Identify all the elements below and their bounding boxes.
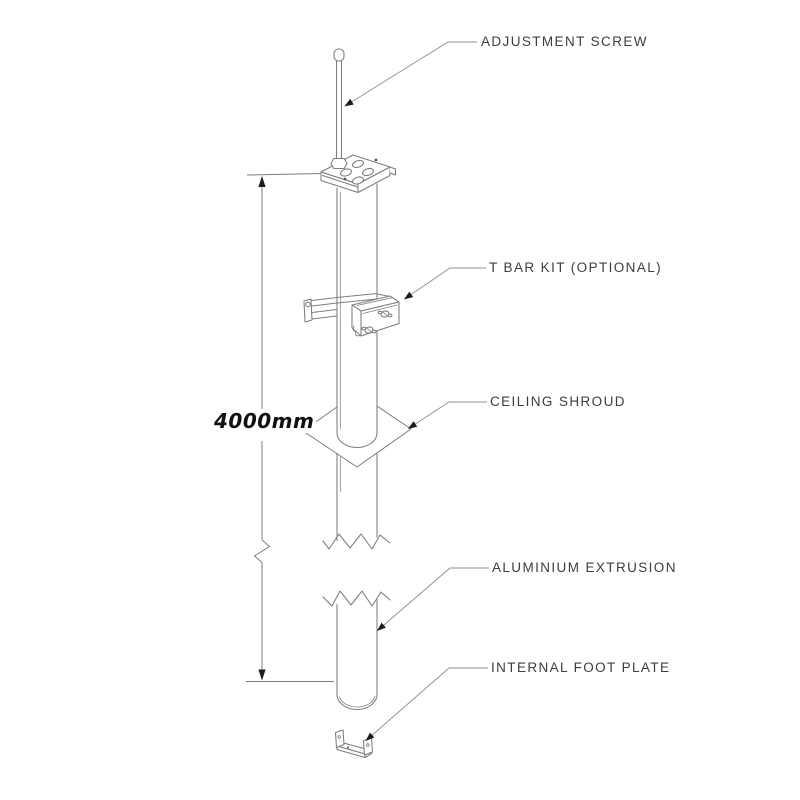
adjustment-screw-drawing bbox=[333, 48, 345, 160]
leader-internal-foot-plate bbox=[365, 667, 488, 741]
internal-foot-plate-drawing bbox=[334, 729, 374, 759]
break-symbol-upper bbox=[322, 533, 391, 550]
wing-nut-upper bbox=[377, 310, 393, 318]
dimension-arrow-down bbox=[258, 669, 266, 681]
wing-nut-lower bbox=[361, 326, 377, 334]
pole-mid-drawing bbox=[322, 452, 391, 607]
label-t-bar-kit: T BAR KIT (OPTIONAL) bbox=[489, 260, 663, 275]
label-aluminium-extrusion: ALUMINIUM EXTRUSION bbox=[492, 560, 677, 575]
dimension-break-jog bbox=[253, 539, 271, 563]
leader-aluminium-extrusion bbox=[376, 567, 489, 631]
label-ceiling-shroud: CEILING SHROUD bbox=[490, 394, 626, 409]
leader-ceiling-shroud bbox=[407, 401, 487, 429]
top-plate-drawing bbox=[320, 154, 397, 194]
leader-adjustment-screw bbox=[344, 41, 477, 107]
dimension-label: 4000mm bbox=[212, 409, 317, 433]
aluminium-extrusion-drawing bbox=[336, 598, 378, 711]
label-internal-foot-plate: INTERNAL FOOT PLATE bbox=[491, 660, 671, 675]
t-bar-kit-drawing bbox=[303, 292, 400, 337]
leader-t-bar-kit bbox=[403, 267, 486, 300]
leader-lines bbox=[344, 41, 489, 741]
ceiling-shroud-drawing bbox=[302, 405, 412, 468]
screw-nut bbox=[330, 157, 348, 170]
label-adjustment-screw: ADJUSTMENT SCREW bbox=[481, 34, 648, 49]
break-symbol-lower bbox=[322, 590, 391, 607]
dimension-lines bbox=[246, 173, 334, 682]
extension-line-top bbox=[246, 173, 323, 176]
dimension-arrow-up bbox=[258, 176, 266, 187]
assembly-artwork bbox=[302, 48, 412, 759]
